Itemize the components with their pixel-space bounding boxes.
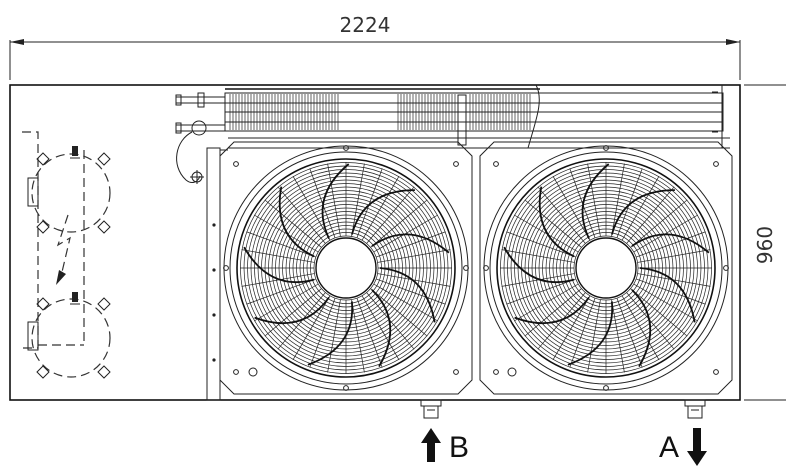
pipework xyxy=(175,92,225,184)
arrow-down-icon xyxy=(687,428,707,466)
dimension-arrow-icon xyxy=(726,39,740,45)
drain-hole xyxy=(248,367,258,377)
drain-hole xyxy=(507,367,517,377)
compressor-lower xyxy=(27,292,111,379)
inlet-label: B xyxy=(449,431,469,464)
fan-icon xyxy=(219,141,473,395)
condenser-coil xyxy=(224,84,730,149)
left-compartment xyxy=(22,131,111,379)
frame-rail xyxy=(206,147,228,401)
coil-fins xyxy=(229,94,531,130)
fan-icon xyxy=(479,141,733,395)
height-label: 960 xyxy=(753,226,777,264)
width-label: 2224 xyxy=(340,13,391,37)
height-dimension: 960 xyxy=(744,84,786,401)
arrow-up-icon xyxy=(421,428,441,462)
fan-group xyxy=(219,141,733,395)
compressor-upper xyxy=(27,146,111,234)
unit-casing xyxy=(9,84,741,401)
width-dimension: 2224 xyxy=(9,13,741,80)
connection-inlet: B xyxy=(420,399,469,464)
connection-outlet: A xyxy=(659,399,707,466)
dimension-arrow-icon xyxy=(10,39,24,45)
outlet-label: A xyxy=(659,431,679,464)
